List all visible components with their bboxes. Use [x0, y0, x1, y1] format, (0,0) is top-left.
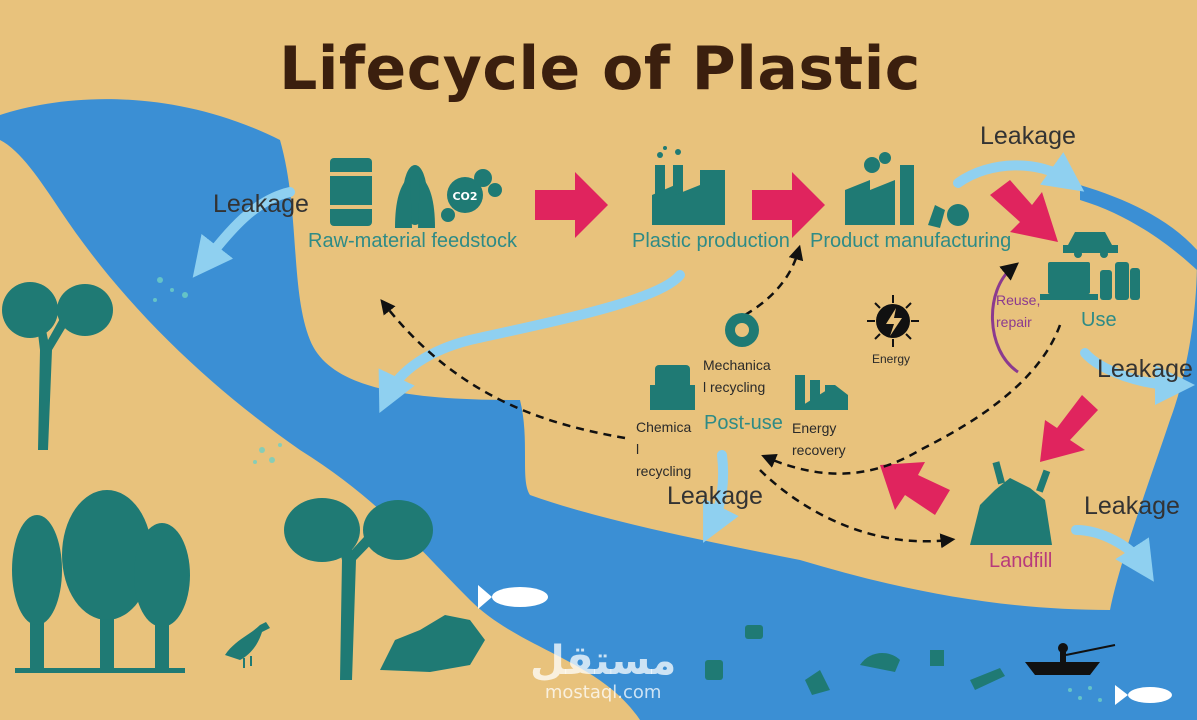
chemical-recycling-label: Chemica l recycling: [636, 419, 692, 479]
reuse-repair-label: Reuse, repair: [996, 292, 1041, 330]
fish-icon: [1115, 685, 1172, 705]
energy-recovery-icon: [795, 375, 848, 410]
dashed-arrows: [380, 244, 1062, 549]
leakage-label: Leakage: [1097, 355, 1193, 383]
leakage-label: Leakage: [667, 482, 763, 510]
factory-icon: [652, 146, 725, 225]
mechanical-recycling-label: Mechanica l recycling: [703, 357, 771, 395]
energy-icon: [867, 295, 919, 347]
flow-arrow: [535, 172, 608, 238]
reuse-arrow: [991, 262, 1019, 374]
leakage-arrows: [192, 152, 1195, 582]
tree: [284, 498, 433, 680]
car-icon: [1063, 232, 1118, 258]
watermark-arabic: مستقل: [530, 638, 677, 684]
water-debris: [705, 625, 1005, 695]
dashed-arrow: [744, 244, 804, 317]
leakage-label: Leakage: [213, 190, 309, 218]
flow-arrow: [990, 180, 1058, 242]
manufacturing-icon: [845, 152, 969, 228]
plastic-debris: [153, 277, 1102, 702]
laptop-icon: [1040, 262, 1098, 300]
leakage-arrow: [1071, 525, 1154, 582]
dashed-arrow: [759, 469, 956, 549]
gear-recycle-icon: [725, 313, 759, 347]
product-manufacturing-label: Product manufacturing: [810, 230, 1012, 252]
landfill-icon: [970, 461, 1052, 545]
watermark-latin: mostaql.com: [544, 682, 662, 703]
dashed-arrow: [380, 299, 626, 440]
leakage-label: Leakage: [980, 122, 1076, 150]
bottles-icon: [1100, 262, 1140, 300]
bird-icon: [225, 622, 270, 668]
flow-arrow: [1040, 395, 1098, 462]
energy-recovery-label: Energy recovery: [792, 420, 846, 458]
trash-pile-icon: [380, 615, 485, 672]
oil-barrel-icon: [326, 158, 376, 226]
watermark: مستقل mostaql.com: [530, 640, 676, 703]
fishing-boat-icon: [1025, 643, 1116, 675]
co2-cloud-icon: CO2: [441, 169, 502, 222]
page-title: Lifecycle of Plastic: [279, 34, 921, 104]
flow-arrow: [880, 462, 950, 515]
chemical-container-icon: [650, 365, 695, 410]
dashed-arrow: [761, 324, 1062, 475]
river: [0, 99, 1197, 720]
use-label: Use: [1081, 309, 1117, 331]
landfill-label: Landfill: [989, 550, 1053, 572]
leakage-arrow: [703, 450, 739, 543]
leakage-arrow: [378, 270, 685, 414]
leakage-arrow: [953, 152, 1085, 192]
leakage-label: Leakage: [1084, 492, 1180, 520]
river-right-upper: [1080, 185, 1197, 270]
post-use-label: Post-use: [704, 412, 783, 434]
tree-group: [12, 490, 190, 673]
leakage-arrow: [192, 187, 295, 278]
co2-text: CO2: [452, 190, 477, 203]
flow-arrows: [535, 172, 1098, 515]
energy-label: Energy: [872, 352, 911, 366]
fish-icon: [478, 585, 548, 609]
flow-arrow: [752, 172, 825, 238]
plastic-production-label: Plastic production: [632, 230, 790, 252]
leakage-arrow: [1080, 348, 1195, 405]
raw-material-label: Raw-material feedstock: [308, 230, 517, 252]
corn-icon: [395, 165, 435, 228]
tree: [2, 282, 113, 450]
